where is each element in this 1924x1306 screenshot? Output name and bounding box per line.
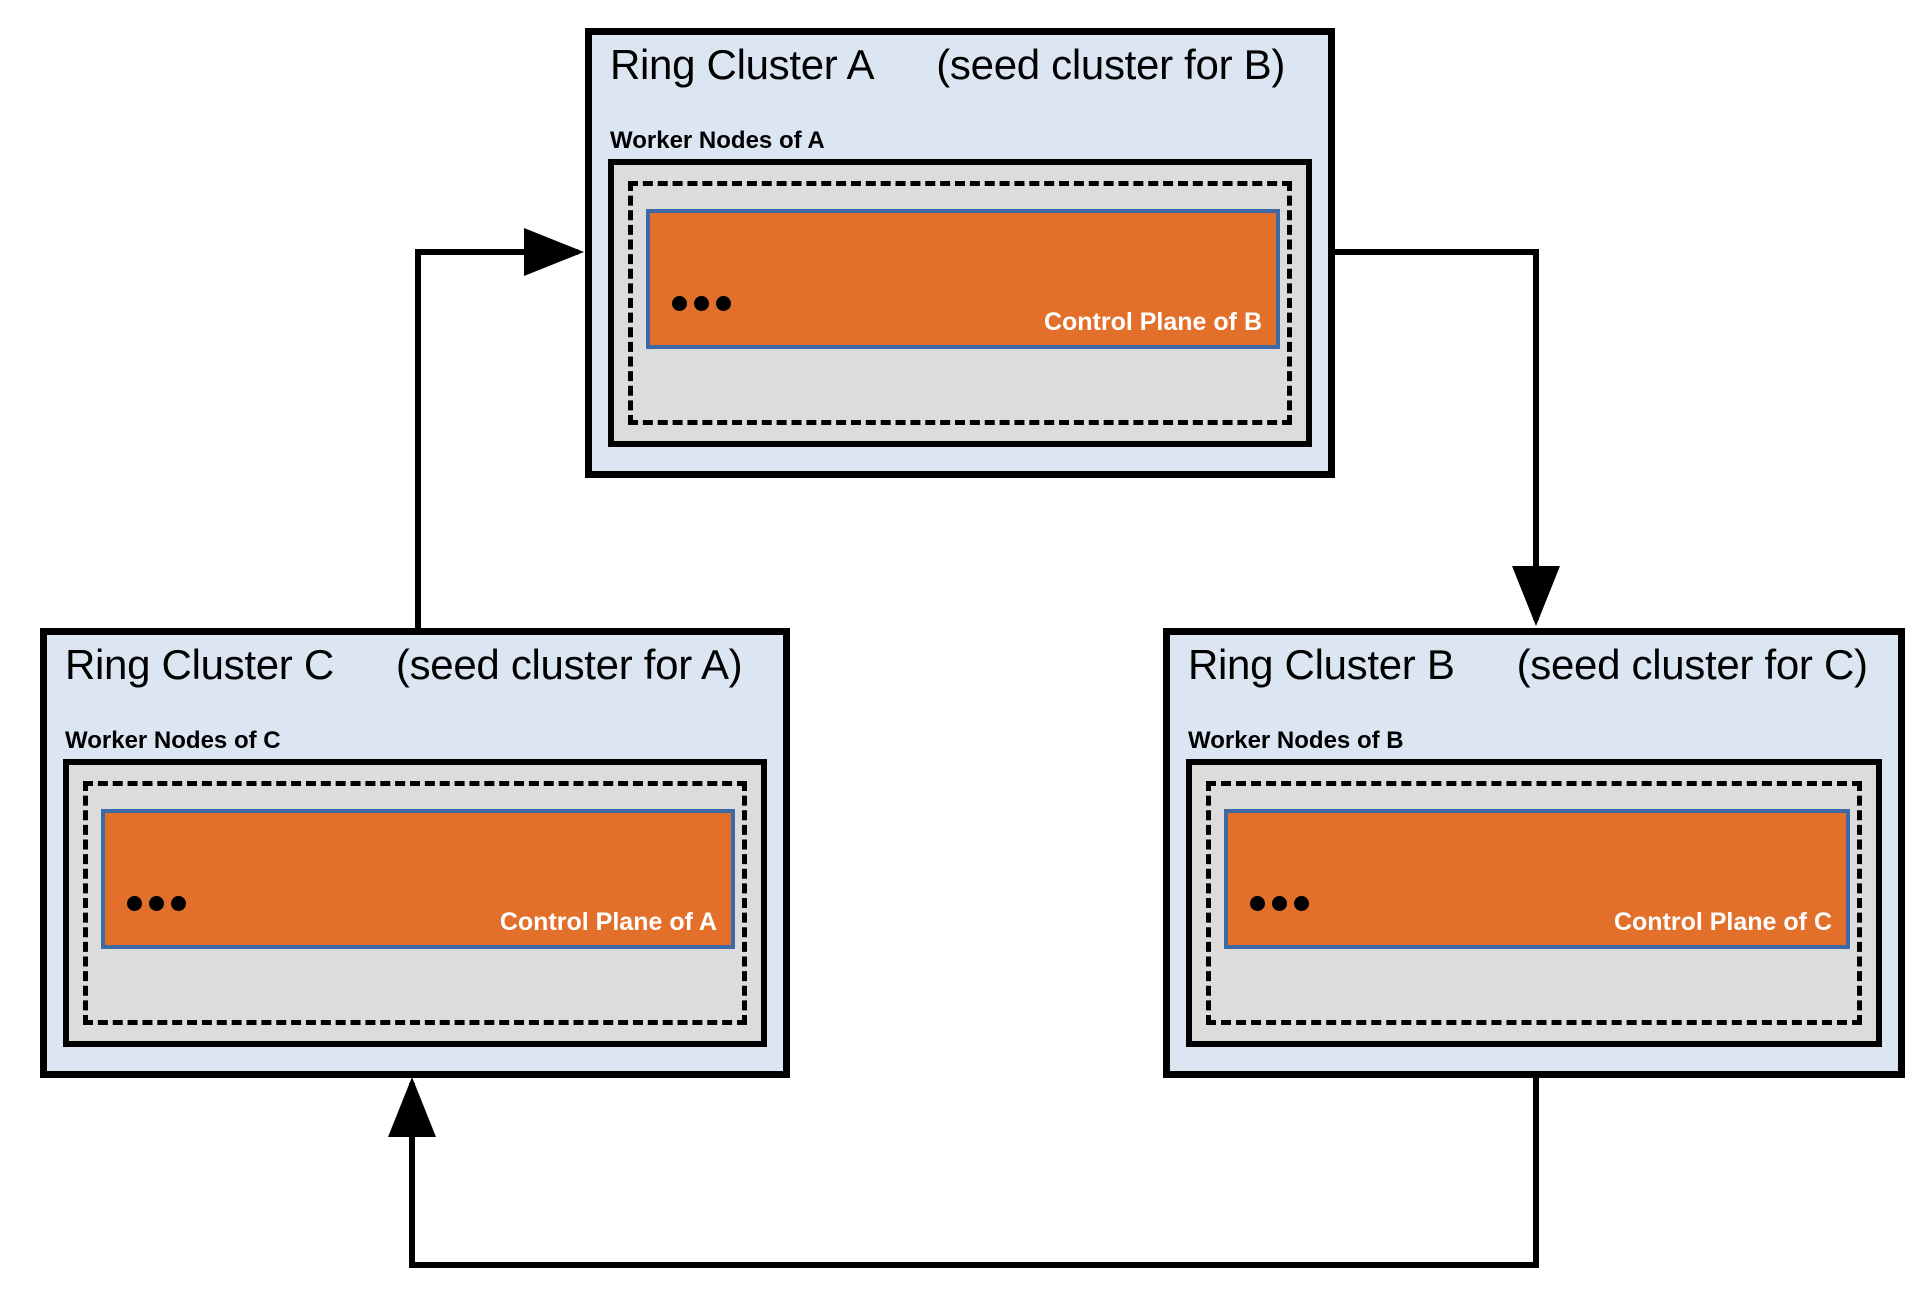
cluster-a-seed-note: (seed cluster for B)	[936, 41, 1286, 88]
connector-a-to-b	[1335, 249, 1560, 626]
cluster-b-worker-label: Worker Nodes of B	[1188, 727, 1404, 754]
cluster-a-name: Ring Cluster A	[610, 41, 875, 88]
cluster-b-title: Ring Cluster B (seed cluster for C)	[1188, 641, 1868, 689]
cluster-a[interactable]: Ring Cluster A (seed cluster for B) Worke…	[585, 28, 1335, 478]
cluster-b-control-plane-label: Control Plane of C	[1613, 908, 1832, 936]
cluster-a-worker-box: Control Plane of B	[608, 159, 1312, 447]
cluster-b-dashed-boundary	[1206, 781, 1862, 1025]
cluster-c-control-plane-label: Control Plane of A	[499, 908, 717, 936]
cluster-a-dashed-boundary	[628, 181, 1292, 425]
cluster-c-name: Ring Cluster C	[65, 641, 334, 688]
cluster-a-worker-label: Worker Nodes of A	[610, 127, 825, 154]
cluster-a-control-plane-label: Control Plane of B	[1043, 308, 1262, 336]
cluster-a-control-plane[interactable]: Control Plane of B	[646, 209, 1280, 349]
cluster-c-worker-box: Control Plane of A	[63, 759, 767, 1047]
cluster-c-nodes-ellipsis-icon	[127, 896, 186, 911]
cluster-b-nodes-ellipsis-icon	[1250, 896, 1309, 911]
cluster-a-title: Ring Cluster A (seed cluster for B)	[610, 41, 1285, 89]
cluster-c-control-plane[interactable]: Control Plane of A	[101, 809, 735, 949]
cluster-b-worker-box: Control Plane of C	[1186, 759, 1882, 1047]
cluster-c-title: Ring Cluster C (seed cluster for A)	[65, 641, 743, 689]
cluster-b[interactable]: Ring Cluster B (seed cluster for C) Worke…	[1163, 628, 1905, 1078]
connector-b-to-c	[388, 1075, 1539, 1268]
cluster-b-seed-note: (seed cluster for C)	[1516, 641, 1868, 688]
cluster-c-seed-note: (seed cluster for A)	[395, 641, 743, 688]
cluster-b-control-plane[interactable]: Control Plane of C	[1224, 809, 1850, 949]
cluster-a-nodes-ellipsis-icon	[672, 296, 731, 311]
cluster-b-name: Ring Cluster B	[1188, 641, 1455, 688]
cluster-c-dashed-boundary	[83, 781, 747, 1025]
cluster-c[interactable]: Ring Cluster C (seed cluster for A) Worke…	[40, 628, 790, 1078]
connector-c-to-a	[415, 228, 584, 628]
cluster-c-worker-label: Worker Nodes of C	[65, 727, 281, 754]
